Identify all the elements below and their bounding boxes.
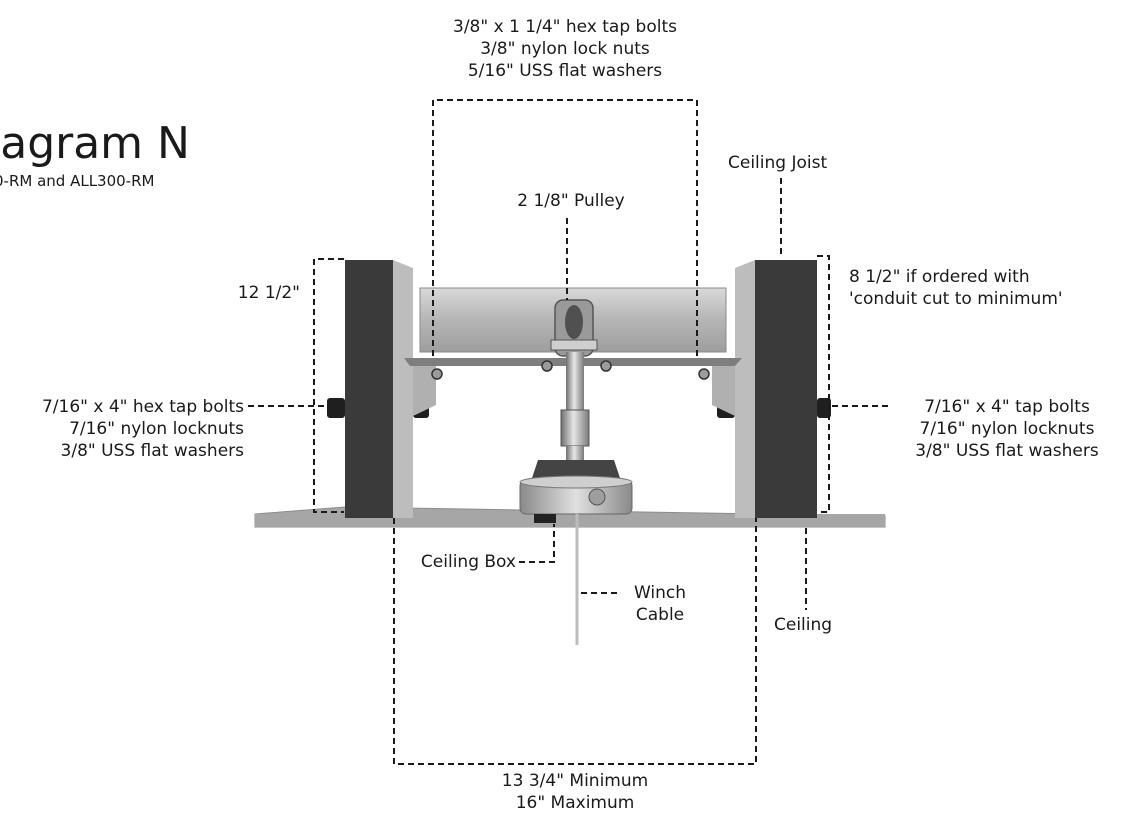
pulley <box>550 299 598 357</box>
right-hardware-label: 7/16" x 4" tap bolts 7/16" nylon locknut… <box>915 397 1099 461</box>
right-bolt-head <box>817 398 831 418</box>
ceiling-box-label: Ceiling Box <box>420 552 516 572</box>
ceiling-box <box>519 475 633 523</box>
pulley-label: 2 1/8" Pulley <box>517 191 625 211</box>
diagram-subtitle: 0-RM and ALL300-RM <box>0 172 155 190</box>
winch-assembly <box>532 352 620 478</box>
ceiling-label: Ceiling <box>774 615 833 635</box>
top-hardware-label: 3/8" x 1 1/4" hex tap bolts 3/8" nylon l… <box>453 17 677 81</box>
left-hardware-label: 7/16" x 4" hex tap bolts 7/16" nylon loc… <box>41 397 244 461</box>
winch-cable-label: Winch Cable <box>633 583 687 625</box>
height-right-label: 8 1/2" if ordered with 'conduit cut to m… <box>849 267 1063 309</box>
diagram-title: iagram N <box>0 118 190 169</box>
leader-lines <box>248 99 892 765</box>
ceiling-joist-label: Ceiling Joist <box>728 153 828 173</box>
left-bolt-head <box>327 398 345 418</box>
height-left-label: 12 1/2" <box>237 283 300 303</box>
span-label: 13 3/4" Minimum 16" Maximum <box>501 771 649 813</box>
left-joist <box>327 260 429 518</box>
